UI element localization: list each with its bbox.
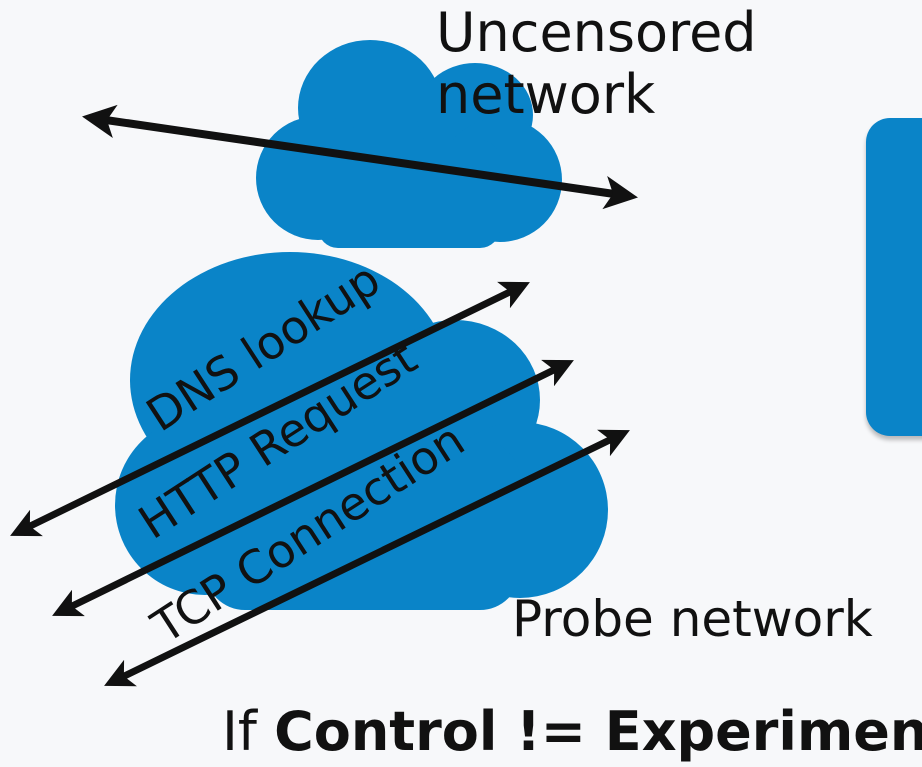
condition-expression: Control != Experiment xyxy=(274,700,922,763)
control-panel-box xyxy=(866,118,922,436)
tcp-connection-arrow xyxy=(104,429,630,687)
uncensored-network-label: Uncensored network xyxy=(436,2,757,126)
probe-network-label: Probe network xyxy=(512,590,873,648)
uncensored-label-line2: network xyxy=(436,63,656,126)
uncensored-label-line1: Uncensored xyxy=(436,1,757,64)
condition-statement: If Control != Experiment xyxy=(222,700,922,764)
condition-prefix: If xyxy=(222,700,257,763)
uncensored-bidirectional-arrow xyxy=(82,104,638,210)
